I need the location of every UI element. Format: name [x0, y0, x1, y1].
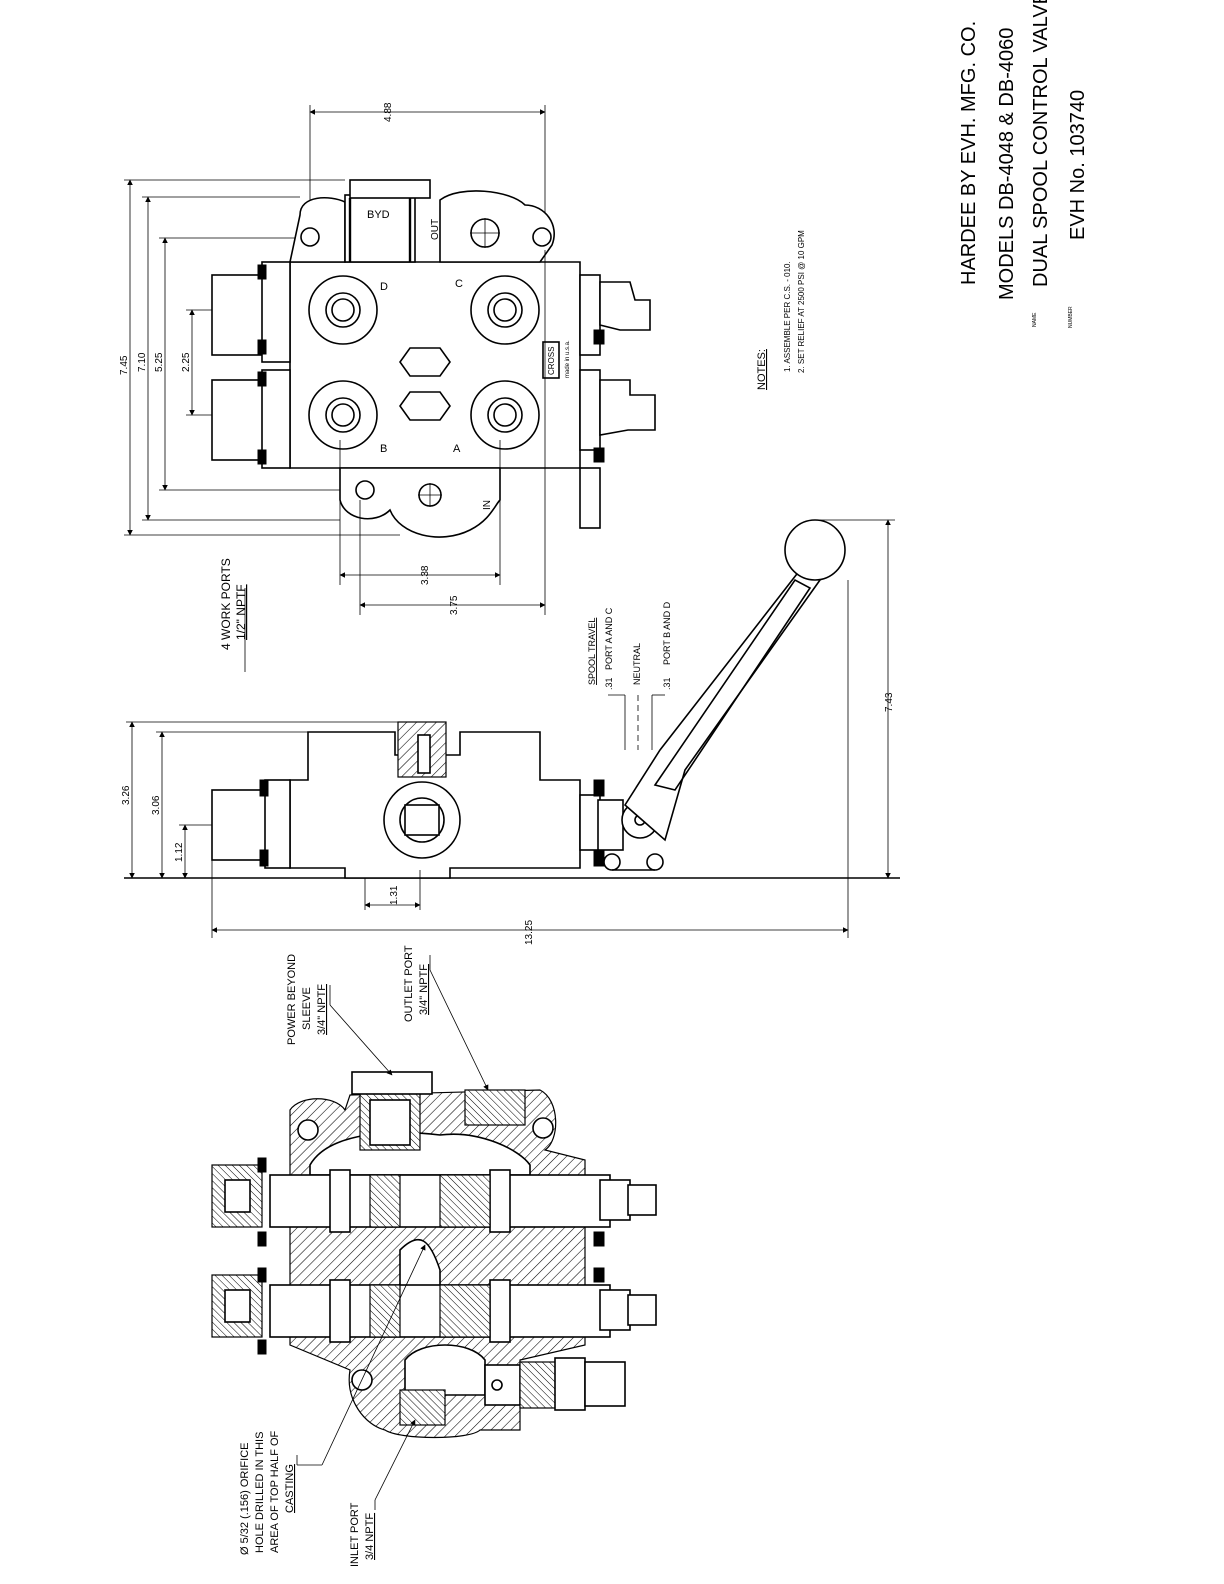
work-port-c [470, 275, 540, 345]
spool-travel-bd-label: PORT B AND D [662, 601, 672, 665]
dim-side-spool-height: 1.12 [174, 842, 185, 862]
spool-lower [269, 1279, 657, 1343]
orifice-label-2: HOLE DRILLED IN THIS [254, 1432, 266, 1553]
casting-outline-top [289, 197, 346, 263]
note-2: 2. SET RELIEF AT 2500 PSI @ 10 GPM [797, 230, 806, 373]
dim-top-width: 4.88 [383, 102, 394, 122]
work-port-a [470, 380, 540, 450]
dim-port-spacing-inner: 2.25 [181, 352, 192, 372]
stamp-origin: made in u.s.a. [565, 340, 571, 378]
port-label-byd: BYD [367, 209, 390, 221]
name-caption: NAME [1032, 312, 1038, 327]
top-view: 4.88 7.45 7.10 5.25 2.25 BYD OUT [119, 102, 656, 672]
part-number: EVH No. 103740 [1067, 90, 1089, 240]
work-port-d [308, 275, 378, 345]
dim-side-overall-height: 3.26 [121, 785, 132, 805]
outlet-port-label-1: OUTLET PORT [403, 945, 415, 1022]
port-label-d: D [380, 281, 388, 293]
models-label: MODELS DB-4048 & DB-4060 [996, 28, 1018, 300]
work-port-b [308, 380, 378, 450]
work-ports-note-1: 4 WORK PORTS [219, 558, 233, 650]
notes-heading: NOTES: [756, 349, 768, 390]
spool-travel-heading: SPOOL TRAVEL [587, 618, 597, 685]
section-view: POWER BEYOND SLEEVE 3/4" NPTF OUTLET POR… [211, 945, 657, 1567]
control-lever[interactable] [623, 568, 822, 842]
valve-description: DUAL SPOOL CONTROL VALVE [1030, 0, 1052, 287]
notes-block: NOTES: 1. ASSEMBLE PER C.S. - 010. 2. SE… [756, 230, 806, 390]
power-beyond-label-1: POWER BEYOND [286, 954, 298, 1045]
dim-port-spacing-outer: 5.25 [154, 352, 165, 372]
spool-travel-ac-label: PORT A AND C [604, 607, 614, 670]
dim-base-offset: 1.31 [389, 885, 400, 905]
stamp-brand: CROSS [547, 347, 556, 375]
dim-bolt-height: 7.10 [137, 352, 148, 372]
number-caption: NUMBER [1068, 306, 1074, 328]
inlet-port-label-2: 3/4 NPTF [364, 1513, 376, 1560]
dim-overall-length: 13.25 [524, 920, 535, 945]
port-label-c: C [455, 278, 463, 290]
company-name: HARDEE BY EVH. MFG. CO. [958, 21, 980, 285]
dim-port-spacing-h1: 3.38 [420, 565, 431, 585]
outlet-port-label-2: 3/4" NPTF [418, 964, 430, 1015]
dim-port-spacing-h2: 3.75 [449, 595, 460, 615]
inlet-port-label-1: INLET PORT [349, 1502, 361, 1567]
port-label-in: IN [482, 500, 493, 510]
spool-travel-ac-value: .31 [604, 677, 614, 690]
orifice-label-3: AREA OF TOP HALF OF [269, 1430, 281, 1553]
power-beyond-label-2: SLEEVE [301, 987, 313, 1030]
lever-knob[interactable] [784, 519, 846, 581]
title-block: HARDEE BY EVH. MFG. CO. MODELS DB-4048 &… [958, 0, 1089, 328]
spool-travel-bd-value: .31 [662, 677, 672, 690]
port-label-out: OUT [430, 219, 441, 240]
orifice-label-4: CASTING [284, 1464, 296, 1513]
port-label-b: B [380, 443, 387, 455]
note-1: 1. ASSEMBLE PER C.S. - 010. [783, 261, 792, 372]
work-ports-note-2: 1/2" NPTF [234, 584, 248, 640]
side-view: 3.26 3.06 1.12 [121, 519, 900, 945]
dim-side-body-height: 3.06 [151, 795, 162, 815]
dim-overall-height: 7.45 [119, 355, 130, 375]
spool-upper [269, 1169, 657, 1233]
dim-handle-height: 7.43 [884, 692, 895, 712]
spool-travel-neutral: NEUTRAL [632, 643, 642, 685]
orifice-label-1: Ø 5/32 (.156) ORIFICE [239, 1443, 251, 1555]
port-label-a: A [453, 443, 461, 455]
power-beyond-label-3: 3/4" NPTF [316, 984, 328, 1035]
